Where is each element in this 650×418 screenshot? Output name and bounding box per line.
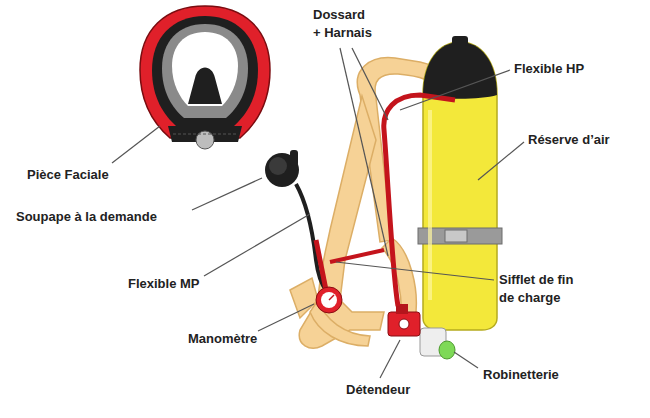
part-label: Pièce Faciale <box>27 166 109 184</box>
part-label: Détendeur <box>346 381 410 399</box>
air-cylinder <box>418 36 502 330</box>
part-label: Flexible MP <box>128 275 200 293</box>
mp-hose <box>296 184 326 290</box>
leader-lines <box>112 48 524 378</box>
pressure-gauge <box>316 287 342 313</box>
cylinder-valve <box>420 328 455 359</box>
part-label: Robinetterie <box>483 366 559 384</box>
part-label: Sifflet de fin de charge <box>499 271 584 307</box>
mp-hose-red <box>316 240 326 290</box>
part-label: Dossard + Harnais <box>313 6 373 42</box>
part-label: Flexible HP <box>514 60 584 78</box>
part-label: Réserve d’air <box>528 131 610 149</box>
part-label: Manomètre <box>188 330 257 348</box>
pressure-reducer <box>388 304 420 336</box>
demand-valve <box>265 150 299 187</box>
part-label: Soupape à la demande <box>16 208 157 226</box>
whistle-hose <box>330 250 384 262</box>
face-mask <box>140 6 270 149</box>
